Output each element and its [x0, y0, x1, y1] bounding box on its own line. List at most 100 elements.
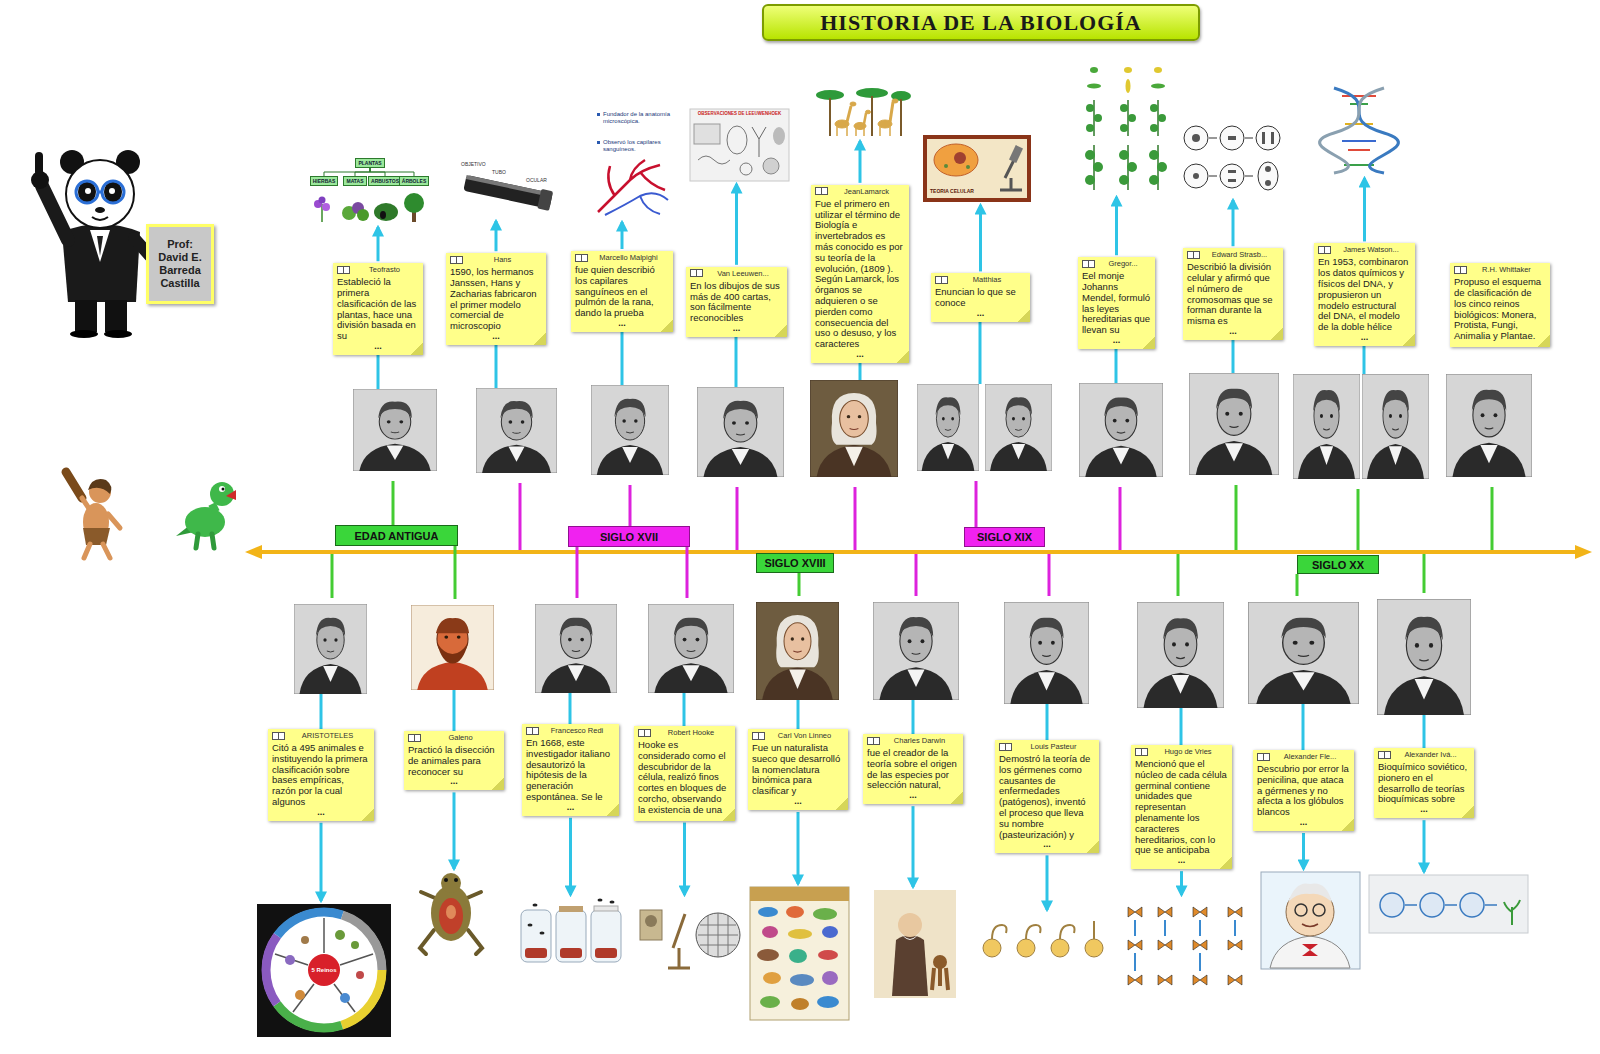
- decor-shape: [985, 384, 1052, 471]
- note-body: fue quien describió los capilares sanguí…: [575, 265, 669, 319]
- decor-shape: [1302, 704, 1305, 750]
- decor-shape: [752, 127, 766, 157]
- node-text: EDAD ANTIGUA: [355, 530, 439, 542]
- decor-shape: [1362, 374, 1429, 479]
- decor-shape: [245, 545, 262, 559]
- note-header: Matthias: [935, 275, 1026, 284]
- decor-shape: [1090, 67, 1098, 73]
- decor-shape: [1369, 875, 1528, 933]
- decor-shape: [645, 915, 657, 927]
- decor-shape: [340, 993, 350, 1003]
- decor-shape: [1094, 114, 1102, 122]
- image-arrow: [1046, 855, 1049, 910]
- decor-shape: [1342, 140, 1376, 142]
- note-body: Fue el primero en utilizar el término de…: [815, 199, 905, 350]
- decor-shape: [1295, 904, 1307, 916]
- decor-shape: [295, 990, 305, 1000]
- note-header: Edward Strasb...: [1187, 250, 1279, 259]
- note-header: Alexander Fle...: [1257, 752, 1350, 761]
- note-icon: [1378, 751, 1391, 759]
- decor-shape: [605, 193, 668, 215]
- decor-shape: [576, 547, 579, 598]
- note-title: Hans: [463, 255, 542, 264]
- decor-shape: [309, 156, 429, 224]
- decor-shape: [864, 113, 866, 124]
- image-arrow: [495, 221, 498, 251]
- decor-shape: [1192, 134, 1200, 142]
- decor-shape: [1265, 166, 1271, 172]
- node-text: MATAS: [346, 178, 363, 184]
- decor-shape: [854, 487, 857, 550]
- decor-shape: [1184, 126, 1208, 150]
- sticky-note: Robert HookeHooke es considerado como el…: [634, 726, 735, 821]
- note-header: ARISTOTELES: [272, 731, 370, 740]
- decor-shape: [1046, 704, 1049, 740]
- decor-shape: [374, 203, 398, 221]
- decor-shape: [454, 546, 457, 599]
- decor-shape: [212, 504, 216, 512]
- node-text: SIGLO XX: [1312, 559, 1364, 571]
- decor-shape: [591, 385, 669, 475]
- decor-shape: [1228, 179, 1236, 182]
- sticky-note: Alexander Fle...Descubrio por error la p…: [1253, 750, 1354, 831]
- decor-shape: [855, 128, 857, 136]
- note-icon: [408, 734, 421, 742]
- decor-shape: [454, 878, 458, 882]
- decor-shape: [266, 912, 382, 1028]
- leeuwenhoek-drawings-art: [690, 109, 789, 181]
- note-ellipsis: ...: [1257, 818, 1350, 826]
- note-icon: [1454, 266, 1467, 274]
- note-header: Hans: [450, 255, 542, 264]
- decor-shape: [790, 974, 814, 986]
- note-icon: [1135, 748, 1148, 756]
- note-icon: [935, 276, 948, 284]
- decor-shape: [1157, 162, 1167, 172]
- decor-shape: [789, 949, 807, 963]
- decor-shape: [102, 181, 124, 203]
- sticky-note: MatthiasEnuncian lo que se conoce...: [931, 273, 1030, 322]
- hooke-cork-art: [635, 898, 743, 974]
- decor-shape: [104, 330, 132, 338]
- decor-shape: [773, 127, 785, 145]
- note-ellipsis: ...: [752, 797, 844, 805]
- node-text: ÁRBOLES: [402, 178, 426, 184]
- dinosaur-figure: [176, 482, 236, 548]
- sticky-note: Hans1590, los hermanos Janssen, Hans y Z…: [446, 253, 546, 345]
- note-title: Louis Pasteur: [1012, 742, 1095, 751]
- decor-shape: [595, 110, 673, 219]
- note-icon: [526, 727, 539, 735]
- decor-shape: [1128, 907, 1142, 917]
- mendel-peas-art: [1081, 63, 1173, 194]
- classification-box: HIERBAS: [310, 176, 339, 186]
- decor-shape: [927, 139, 1027, 198]
- decor-shape: [42, 186, 68, 240]
- caveman-figure: [66, 472, 120, 558]
- decor-shape: [392, 481, 395, 525]
- decor-shape: [1313, 904, 1325, 916]
- note-body: Eel monje Johanns Mendel, formuló las le…: [1082, 271, 1151, 336]
- decor-shape: [1094, 100, 1158, 190]
- decor-shape: [1504, 900, 1520, 925]
- decor-shape: [1228, 940, 1242, 950]
- decor-shape: [185, 507, 225, 537]
- decor-shape: [1209, 138, 1253, 176]
- decor-shape: [1119, 175, 1129, 185]
- note-ellipsis: ...: [272, 808, 370, 816]
- note-body: Bioquímico soviético, pionero en el desa…: [1378, 762, 1470, 805]
- decor-shape: [1288, 883, 1332, 902]
- decor-shape: [1342, 95, 1376, 97]
- decor-shape: [1228, 170, 1236, 173]
- decor-shape: [308, 954, 340, 986]
- sticky-note: Louis PasteurDemostró la teoría de los g…: [995, 740, 1099, 853]
- decor-shape: [668, 914, 690, 968]
- sticky-note: Carl Von LinneoFue un naturalista sueco …: [748, 729, 848, 810]
- decor-shape: [871, 96, 873, 136]
- decor-shape: [109, 188, 115, 194]
- butterflies-art: [1120, 898, 1253, 1005]
- decor-shape: [786, 906, 804, 918]
- mitosis-art: [1181, 119, 1293, 197]
- decor-shape: [560, 948, 582, 958]
- decor-shape: [934, 144, 978, 176]
- decor-shape: [444, 878, 448, 882]
